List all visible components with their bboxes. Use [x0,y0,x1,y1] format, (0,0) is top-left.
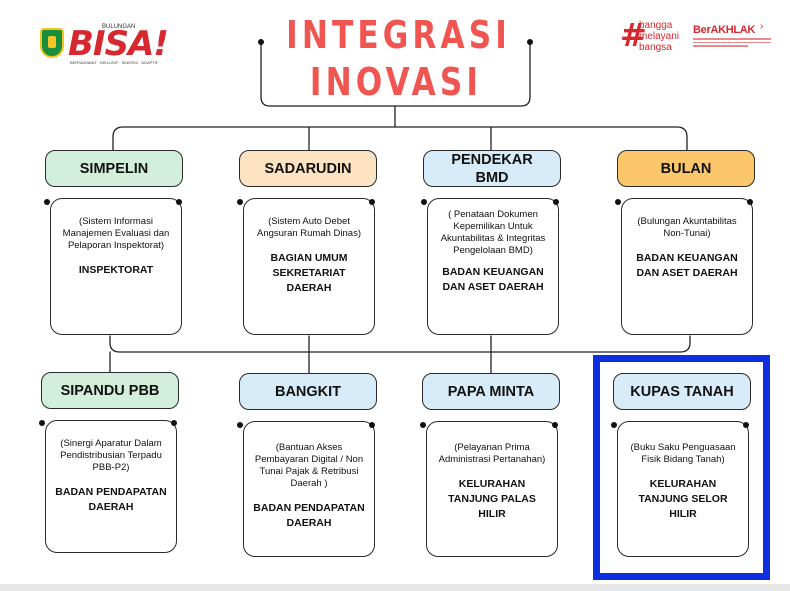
card-corner-dot [615,199,621,205]
innovation-name-label: BULAN [660,160,712,177]
innovation-name-simpelin: SIMPELIN [45,150,183,187]
card-corner-dot [552,422,558,428]
innovation-description: ( Penataan Dokumen Kepemilikan Untuk Aku… [440,209,546,256]
innovation-organization: BADAN KEUANGAN DAN ASET DAERAH [442,266,544,293]
innovation-card-bulan: (Bulungan Akuntabilitas Non-Tunai) BADAN… [621,198,753,335]
innovation-card-papa-minta: (Pelayanan Prima Administrasi Pertanahan… [426,421,558,557]
innovation-name-sipandu-pbb: SIPANDU PBB [41,372,179,409]
innovation-description: (Sistem Informasi Manajemen Evaluasi dan… [62,216,170,251]
card-corner-dot [39,420,45,426]
innovation-card-simpelin: (Sistem Informasi Manajemen Evaluasi dan… [50,198,182,335]
innovation-organization: BADAN KEUANGAN DAN ASET DAERAH [636,252,738,279]
card-corner-dot [171,420,177,426]
card-corner-dot [611,422,617,428]
innovation-name-bulan: BULAN [617,150,755,187]
innovation-name-pendekar-bmd: PENDEKAR BMD [423,150,561,187]
card-corner-dot [743,422,749,428]
card-corner-dot [176,199,182,205]
card-corner-dot [44,199,50,205]
innovation-organization: BAGIAN UMUM SEKRETARIAT DAERAH [270,252,348,294]
innovation-name-bangkit: BANGKIT [239,373,377,410]
card-corner-dot [420,422,426,428]
innovation-name-kupas-tanah: KUPAS TANAH [613,373,751,410]
card-corner-dot [369,422,375,428]
logo-line-3: bangsa [639,42,672,53]
bisa-logo: BULUNGAN BISA! BERSAHABAT · INKLUSIF · S… [40,24,169,68]
innovation-name-label: SIPANDU PBB [60,382,160,399]
logo-line-2: melayani [639,31,680,42]
innovation-organization: KELURAHAN TANJUNG SELOR HILIR [638,478,728,520]
logo-line-1: bangga [639,20,673,31]
card-corner-dot [421,199,427,205]
card-corner-dot [237,422,243,428]
chevron-right-icon: › [760,21,764,32]
innovation-name-label: PENDEKAR BMD [451,151,533,186]
innovation-card-sipandu-pbb: (Sinergi Aparatur Dalam Pendistribusian … [45,420,177,553]
logo-fine-print [693,38,771,47]
innovation-name-papa-minta: PAPA MINTA [422,373,560,410]
innovation-name-sadarudin: SADARUDIN [239,150,377,187]
innovation-organization: KELURAHAN TANJUNG PALAS HILIR [448,478,536,520]
bottom-edge [0,584,790,591]
innovation-description: (Sistem Auto Debet Angsuran Rumah Dinas) [256,216,362,239]
innovation-description: (Bantuan Akses Pembayaran Digital / Non … [254,442,364,489]
card-corner-dot [369,199,375,205]
hashtag-icon: # [620,16,647,54]
innovation-name-label: SIMPELIN [79,160,149,177]
innovation-card-bangkit: (Bantuan Akses Pembayaran Digital / Non … [243,421,375,557]
innovation-card-sadarudin: (Sistem Auto Debet Angsuran Rumah Dinas)… [243,198,375,335]
title-line-1: INTEGRASI [286,13,511,57]
logo-brand: BerAKHLAK [693,24,756,36]
title-line-2: INOVASI [309,60,483,104]
logo-text: BISA! [68,24,169,64]
connector-dot [258,39,264,45]
innovation-organization: INSPEKTORAT [78,264,154,276]
berakhlak-logo: # bangga melayani bangsa BerAKHLAK › [620,16,771,58]
innovation-organization: BADAN PENDAPATAN DAERAH [253,502,365,529]
innovation-name-label: KUPAS TANAH [630,383,734,400]
innovation-organization: BADAN PENDAPATAN DAERAH [55,486,167,513]
innovation-description: (Sinergi Aparatur Dalam Pendistribusian … [60,438,162,473]
innovation-name-label: BANGKIT [274,383,342,400]
logo-tagline: BERSAHABAT · INKLUSIF · SINERGI · ADAPTI… [70,60,159,65]
crest-icon [40,28,64,58]
innovation-description: (Buku Saku Penguasaan Fisik Bidang Tanah… [630,442,736,465]
innovation-description: (Bulungan Akuntabilitas Non-Tunai) [637,216,737,239]
card-corner-dot [747,199,753,205]
innovation-name-label: SADARUDIN [264,160,352,177]
connector-dot [527,39,533,45]
card-corner-dot [237,199,243,205]
page-title: INTEGRASI INOVASI [286,12,511,106]
innovation-description: (Pelayanan Prima Administrasi Pertanahan… [438,442,546,465]
innovation-card-pendekar-bmd: ( Penataan Dokumen Kepemilikan Untuk Aku… [427,198,559,335]
innovation-card-kupas-tanah: (Buku Saku Penguasaan Fisik Bidang Tanah… [617,421,749,557]
innovation-name-label: PAPA MINTA [447,383,535,400]
bangga-melayani-text: bangga melayani bangsa [639,20,679,53]
card-corner-dot [553,199,559,205]
logo-small-top: BULUNGAN [102,24,136,30]
